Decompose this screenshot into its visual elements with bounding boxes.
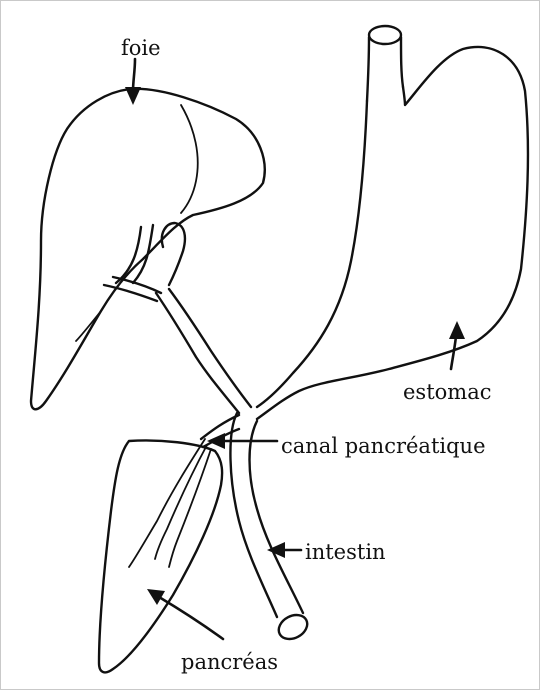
- stomach-inner: [257, 101, 367, 407]
- label-estomac: estomac: [403, 380, 491, 404]
- intestine-end: [275, 610, 312, 644]
- liver-inner-line: [76, 311, 101, 341]
- esophagus-left: [367, 37, 369, 101]
- bile-ducts: [104, 225, 251, 413]
- arrow-canal: [207, 433, 277, 449]
- stomach-outer: [257, 47, 528, 419]
- pancreas: [99, 440, 222, 672]
- label-canal-pancreatique: canal pancréatique: [281, 434, 486, 458]
- label-pancreas: pancréas: [181, 650, 278, 674]
- esophagus-right: [401, 37, 403, 87]
- arrow-foie: [125, 59, 141, 105]
- esophagus-top: [369, 26, 401, 44]
- arrow-intestin: [267, 542, 301, 558]
- arrow-estomac: [449, 321, 465, 369]
- liver-lobe-division: [181, 105, 198, 213]
- stomach: [257, 26, 528, 419]
- label-intestin: intestin: [305, 540, 386, 564]
- pancreas-outline: [99, 440, 222, 672]
- arrow-pancreas: [147, 589, 223, 639]
- label-foie: foie: [121, 36, 161, 60]
- gallbladder-outline: [162, 223, 185, 285]
- gallbladder: [162, 223, 185, 285]
